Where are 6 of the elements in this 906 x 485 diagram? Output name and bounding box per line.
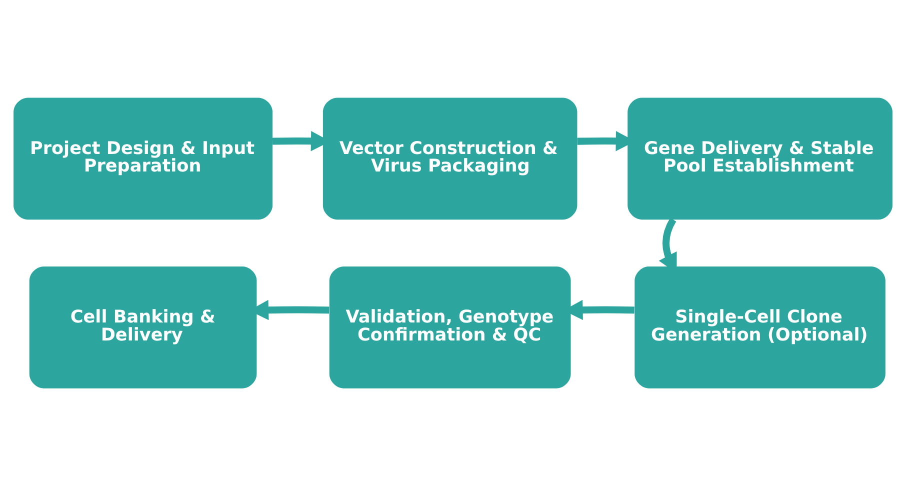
node-box: Gene Delivery & Stable Pool Establishment [628,97,892,220]
node-box: Validation, Genotype Confirmation & QC [329,266,571,388]
node-box: Single-Cell Clone Generation (Optional) [634,266,886,388]
node-box: Vector Construction & Virus Packaging [322,97,578,220]
node-box: Cell Banking & Delivery [29,266,257,388]
node-box: Project Design & Input Preparation [14,97,273,220]
